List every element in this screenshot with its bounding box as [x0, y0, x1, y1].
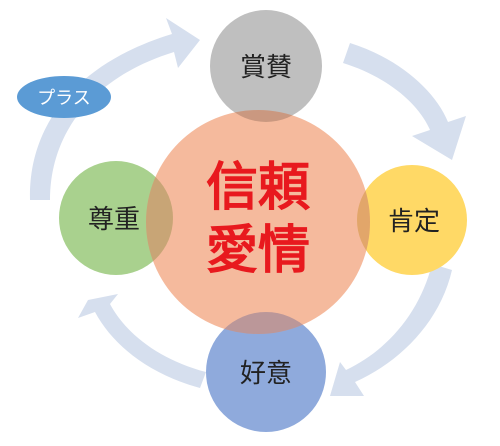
center-label-line1: 信頼: [206, 158, 311, 218]
arrow-right-to-bottom: [330, 264, 452, 396]
plus-tag-label: プラス: [37, 88, 91, 109]
arrow-bottom-to-left: [78, 294, 206, 388]
node-right-label: 肯定: [388, 207, 440, 237]
node-labels: 賞賛 肯定 好意 尊重: [88, 53, 440, 389]
arrow-top-to-right: [343, 43, 466, 160]
node-bottom-label: 好意: [240, 359, 292, 389]
center-labels: 信頼 愛情: [206, 158, 311, 281]
node-bottom-circle: [206, 312, 326, 432]
node-right-circle: [357, 165, 467, 275]
node-top-label: 賞賛: [240, 53, 292, 83]
center-label-line2: 愛情: [206, 221, 310, 281]
outer-nodes: [59, 10, 467, 432]
plus-tag-ellipse: [17, 76, 111, 118]
plus-tag: プラス: [17, 76, 111, 118]
node-left-circle: [59, 161, 173, 275]
node-top-circle: [210, 10, 322, 122]
center-circle: [146, 110, 370, 334]
node-left-label: 尊重: [88, 205, 140, 235]
